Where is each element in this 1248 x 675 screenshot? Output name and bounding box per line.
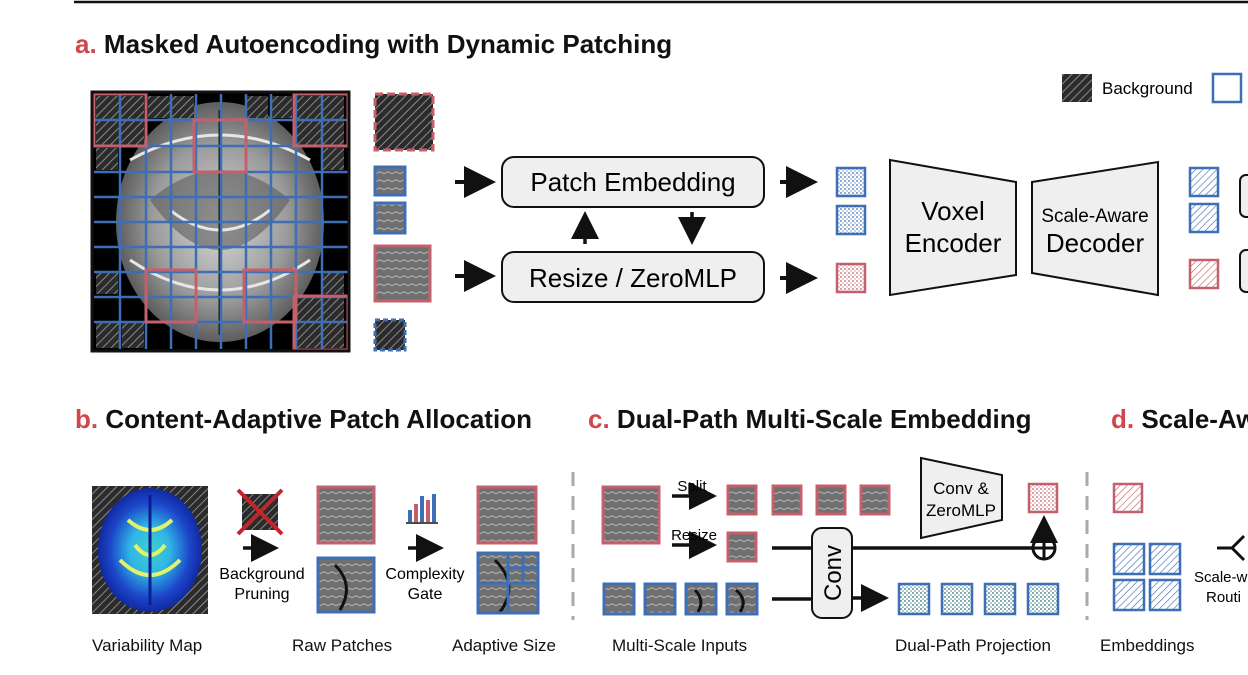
panel-d-letter: d. <box>1111 404 1135 434</box>
decoded-token-pink <box>1188 258 1220 290</box>
token-blue-1 <box>835 166 867 198</box>
adaptive-patch-pink <box>476 485 538 545</box>
panel-a-title-text: Masked Autoencoding with Dynamic Patchin… <box>103 29 673 59</box>
panel-c-letter: c. <box>588 404 610 434</box>
input-large-patch <box>601 485 661 545</box>
legend-background-swatch <box>1062 74 1092 102</box>
patch-embedding-label: Patch Embedding <box>530 167 735 197</box>
resize-zeromlp-label: Resize / ZeroMLP <box>529 263 737 293</box>
panel-b-title-text: Content-Adaptive Patch Allocation <box>105 404 532 434</box>
resized-patch <box>726 531 758 563</box>
conv-zeromlp-label-2: ZeroMLP <box>926 501 996 520</box>
prune-x-2 <box>236 488 284 536</box>
pruning-label-2: Pruning <box>234 586 289 603</box>
decoder-label-1: Scale-Aware <box>1041 206 1148 227</box>
routing-arrow <box>1217 534 1246 562</box>
extracted-patches <box>373 92 435 352</box>
legend-blue-swatch <box>1211 72 1243 104</box>
caption-dual-path-projection: Dual-Path Projection <box>895 636 1051 655</box>
cropped-box-2 <box>1239 249 1248 293</box>
resize-label: Resize <box>671 527 717 544</box>
small-input-patches <box>602 582 759 616</box>
cropped-box-1 <box>1239 174 1248 218</box>
legend-background-label: Background <box>1102 79 1193 98</box>
variability-map <box>92 486 208 614</box>
caption-adaptive-size: Adaptive Size <box>452 636 556 655</box>
pruning-label-1: Background <box>219 566 304 583</box>
scale-aware-decoder <box>1031 160 1159 297</box>
gate-label-1: Complexity <box>385 566 464 583</box>
conv-zeromlp-label-1: Conv & <box>933 479 989 498</box>
output-token-pink <box>1027 482 1059 514</box>
panel-c-title: c. Dual-Path Multi-Scale Embedding <box>588 404 1032 435</box>
patch-embedding-box <box>501 156 765 208</box>
decoded-token-blue-1 <box>1188 166 1220 198</box>
decoded-token-blue-2 <box>1188 202 1220 234</box>
token-pink-1 <box>835 262 867 294</box>
panel-b-title: b. Content-Adaptive Patch Allocation <box>75 404 532 435</box>
caption-variability-map: Variability Map <box>92 636 203 655</box>
routing-label-1: Scale-w <box>1194 569 1248 586</box>
adaptive-patch-blue-grid <box>476 551 540 615</box>
conv-zeromlp-box <box>920 456 1003 540</box>
voxel-encoder <box>889 158 1017 297</box>
encoder-label-1: Voxel <box>921 196 985 226</box>
conv-label: Conv <box>820 545 847 601</box>
embedding-blue-grid <box>1112 542 1182 612</box>
split-patches <box>726 484 891 516</box>
token-blue-2 <box>835 204 867 236</box>
bar-chart-icon <box>406 494 438 524</box>
split-label: Split <box>677 478 707 495</box>
encoder-label-2: Encoder <box>905 228 1002 258</box>
conv-box <box>811 527 853 619</box>
resize-zeromlp-box <box>501 251 765 303</box>
panel-a-title: a. Masked Autoencoding with Dynamic Patc… <box>75 29 672 60</box>
gate-label-2: Gate <box>408 586 443 603</box>
caption-multi-scale-inputs: Multi-Scale Inputs <box>612 636 748 655</box>
panel-d-title: d. Scale-Aw <box>1111 404 1248 435</box>
embedding-pink <box>1112 482 1144 514</box>
caption-embeddings: Embeddings <box>1100 636 1195 655</box>
decoder-label-2: Decoder <box>1046 228 1145 258</box>
panel-b-letter: b. <box>75 404 99 434</box>
projected-tokens <box>897 582 1060 616</box>
panel-a-letter: a. <box>75 29 97 59</box>
caption-raw-patches: Raw Patches <box>292 636 393 655</box>
routing-label-2: Routi <box>1206 589 1241 606</box>
panel-d-title-text: Scale-Aw <box>1141 404 1248 434</box>
panel-c-title-text: Dual-Path Multi-Scale Embedding <box>616 404 1032 434</box>
brain-grid-image <box>90 90 351 353</box>
raw-patch-pink <box>316 485 376 545</box>
